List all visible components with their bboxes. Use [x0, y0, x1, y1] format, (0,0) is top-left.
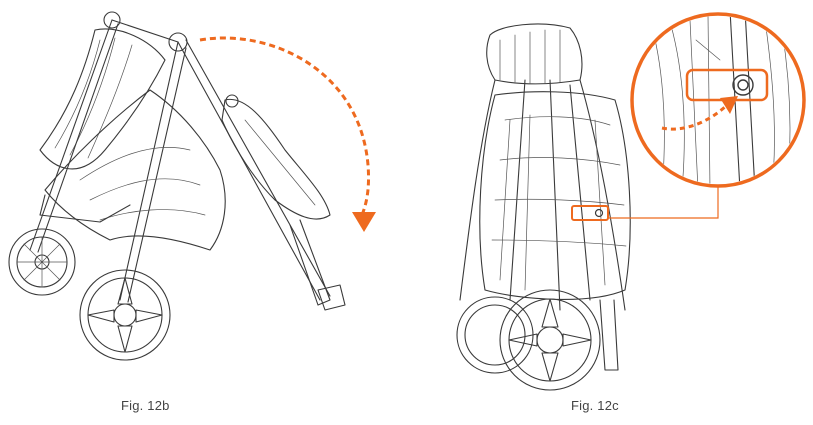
front-wheel	[9, 229, 75, 295]
figure-caption: Fig. 12c	[571, 398, 619, 413]
seat-fabric	[45, 90, 225, 250]
front-frame-tube	[120, 42, 186, 302]
front-wheel	[500, 290, 600, 390]
back-wheel	[457, 297, 533, 373]
rear-wheel	[80, 270, 170, 360]
magnified-detail	[632, 10, 804, 190]
canopy	[487, 24, 582, 84]
arrow-head-icon	[352, 212, 376, 232]
figure-12c: Fig. 12c	[400, 0, 813, 425]
folded-stroller-illustration	[400, 0, 813, 425]
rear-frame-tube	[178, 40, 330, 300]
figure-caption: Fig. 12b	[121, 398, 170, 413]
folded-frame	[460, 80, 625, 310]
folded-handle	[222, 99, 330, 219]
canopy	[40, 29, 165, 169]
stroller-folding-illustration	[0, 0, 400, 425]
figure-12b: Fig. 12b	[0, 0, 400, 425]
